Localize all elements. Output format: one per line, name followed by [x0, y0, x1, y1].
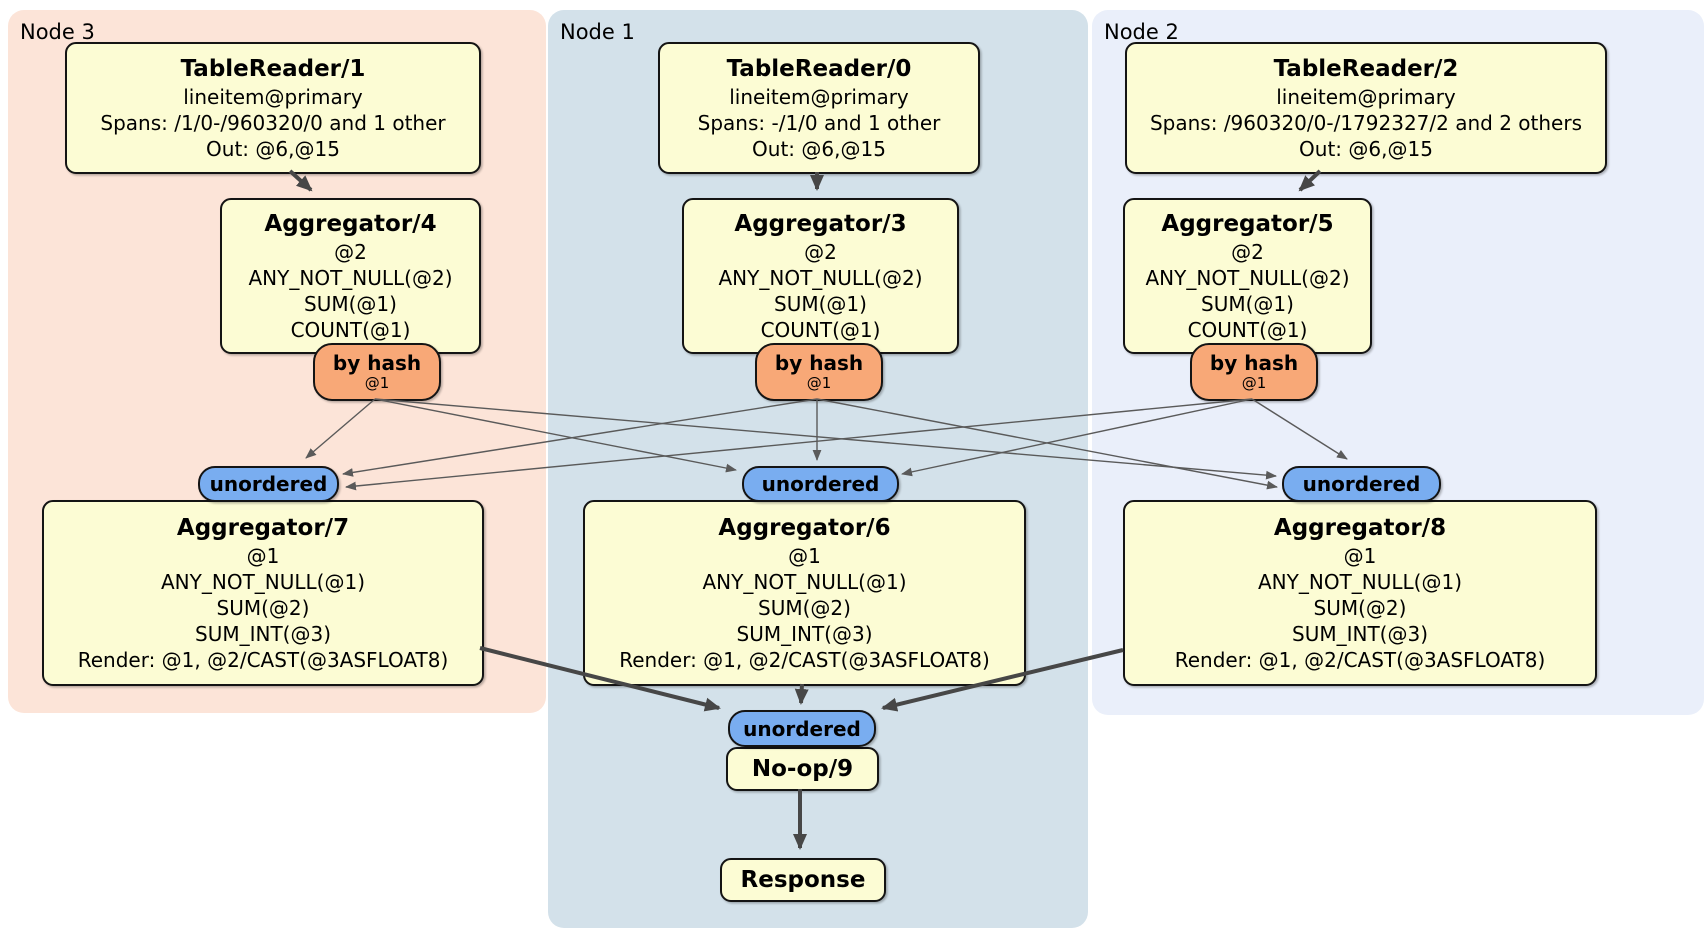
sync-label: unordered [761, 472, 880, 496]
hash-router-node3: by hash @1 [313, 343, 441, 401]
router-detail: @1 [806, 374, 832, 392]
processor-aggregator-8: Aggregator/8 @1 ANY_NOT_NULL(@1) SUM(@2)… [1123, 500, 1597, 686]
node2-label: Node 2 [1104, 20, 1179, 44]
processor-detail: @2 [334, 240, 367, 264]
processor-detail: COUNT(@1) [1187, 318, 1308, 342]
processor-aggregator-4: Aggregator/4 @2 ANY_NOT_NULL(@2) SUM(@1)… [220, 198, 481, 354]
processor-detail: Render: @1, @2/CAST(@3ASFLOAT8) [619, 648, 990, 672]
router-detail: @1 [364, 374, 390, 392]
sync-unordered-node3: unordered [198, 466, 339, 502]
processor-title: TableReader/0 [726, 56, 912, 82]
processor-detail: @1 [788, 544, 821, 568]
processor-title: Aggregator/7 [176, 515, 350, 541]
processor-title: Aggregator/5 [1161, 211, 1334, 237]
node3-label: Node 3 [20, 20, 95, 44]
sync-unordered-node2: unordered [1282, 466, 1441, 502]
processor-detail: SUM(@2) [758, 596, 851, 620]
processor-title: No-op/9 [751, 756, 854, 782]
processor-detail: ANY_NOT_NULL(@2) [1145, 266, 1350, 290]
processor-detail: Out: @6,@15 [752, 137, 886, 161]
processor-detail: Out: @6,@15 [206, 137, 340, 161]
processor-detail: SUM(@1) [304, 292, 397, 316]
processor-detail: COUNT(@1) [760, 318, 881, 342]
processor-detail: SUM(@1) [774, 292, 867, 316]
processor-title: Aggregator/3 [734, 211, 907, 237]
node1-label: Node 1 [560, 20, 635, 44]
processor-aggregator-5: Aggregator/5 @2 ANY_NOT_NULL(@2) SUM(@1)… [1123, 198, 1372, 354]
processor-detail: @2 [804, 240, 837, 264]
processor-title: Aggregator/4 [264, 211, 437, 237]
processor-detail: Spans: -/1/0 and 1 other [697, 111, 941, 135]
router-label: by hash [774, 351, 864, 375]
processor-title: Aggregator/6 [718, 515, 891, 541]
sync-unordered-final: unordered [728, 710, 876, 747]
processor-detail: SUM_INT(@3) [195, 622, 331, 646]
hash-router-node1: by hash @1 [755, 343, 883, 401]
sync-label: unordered [209, 472, 328, 496]
sync-unordered-node1: unordered [742, 466, 899, 502]
processor-detail: SUM(@2) [216, 596, 310, 620]
processor-detail: @1 [1343, 544, 1377, 568]
processor-detail: ANY_NOT_NULL(@1) [1258, 570, 1462, 594]
processor-tablereader-2: TableReader/2 lineitem@primary Spans: /9… [1125, 42, 1607, 174]
processor-detail: lineitem@primary [729, 85, 909, 109]
router-label: by hash [1209, 351, 1299, 375]
processor-detail: Spans: /960320/0-/1792327/2 and 2 others [1149, 111, 1582, 135]
processor-detail: Spans: /1/0-/960320/0 and 1 other [100, 111, 446, 135]
sync-label: unordered [1302, 472, 1421, 496]
processor-detail: SUM_INT(@3) [1292, 622, 1428, 646]
router-label: by hash [332, 351, 422, 375]
processor-aggregator-7: Aggregator/7 @1 ANY_NOT_NULL(@1) SUM(@2)… [42, 500, 484, 686]
processor-detail: COUNT(@1) [290, 318, 411, 342]
processor-detail: ANY_NOT_NULL(@2) [248, 266, 453, 290]
processor-detail: Render: @1, @2/CAST(@3ASFLOAT8) [77, 648, 449, 672]
processor-detail: @2 [1231, 240, 1264, 264]
hash-router-node2: by hash @1 [1190, 343, 1318, 401]
processor-detail: SUM(@2) [1313, 596, 1407, 620]
processor-detail: Out: @6,@15 [1299, 137, 1433, 161]
response-box: Response [720, 858, 886, 902]
processor-tablereader-1: TableReader/1 lineitem@primary Spans: /1… [65, 42, 481, 174]
processor-detail: SUM(@1) [1201, 292, 1294, 316]
processor-tablereader-0: TableReader/0 lineitem@primary Spans: -/… [658, 42, 980, 174]
processor-title: Response [740, 867, 866, 893]
processor-title: Aggregator/8 [1273, 515, 1447, 541]
sync-label: unordered [743, 716, 861, 741]
processor-detail: lineitem@primary [183, 85, 363, 109]
processor-aggregator-3: Aggregator/3 @2 ANY_NOT_NULL(@2) SUM(@1)… [682, 198, 959, 354]
processor-aggregator-6: Aggregator/6 @1 ANY_NOT_NULL(@1) SUM(@2)… [583, 500, 1026, 686]
processor-detail: ANY_NOT_NULL(@1) [161, 570, 365, 594]
processor-title: TableReader/1 [180, 56, 366, 82]
processor-detail: @1 [246, 544, 280, 568]
processor-detail: SUM_INT(@3) [736, 622, 873, 646]
processor-detail: Render: @1, @2/CAST(@3ASFLOAT8) [1174, 648, 1546, 672]
processor-detail: ANY_NOT_NULL(@2) [718, 266, 923, 290]
processor-title: TableReader/2 [1273, 56, 1459, 82]
router-detail: @1 [1241, 374, 1267, 392]
processor-detail: lineitem@primary [1276, 85, 1456, 109]
processor-detail: ANY_NOT_NULL(@1) [702, 570, 907, 594]
processor-noop-9: No-op/9 [726, 747, 879, 791]
